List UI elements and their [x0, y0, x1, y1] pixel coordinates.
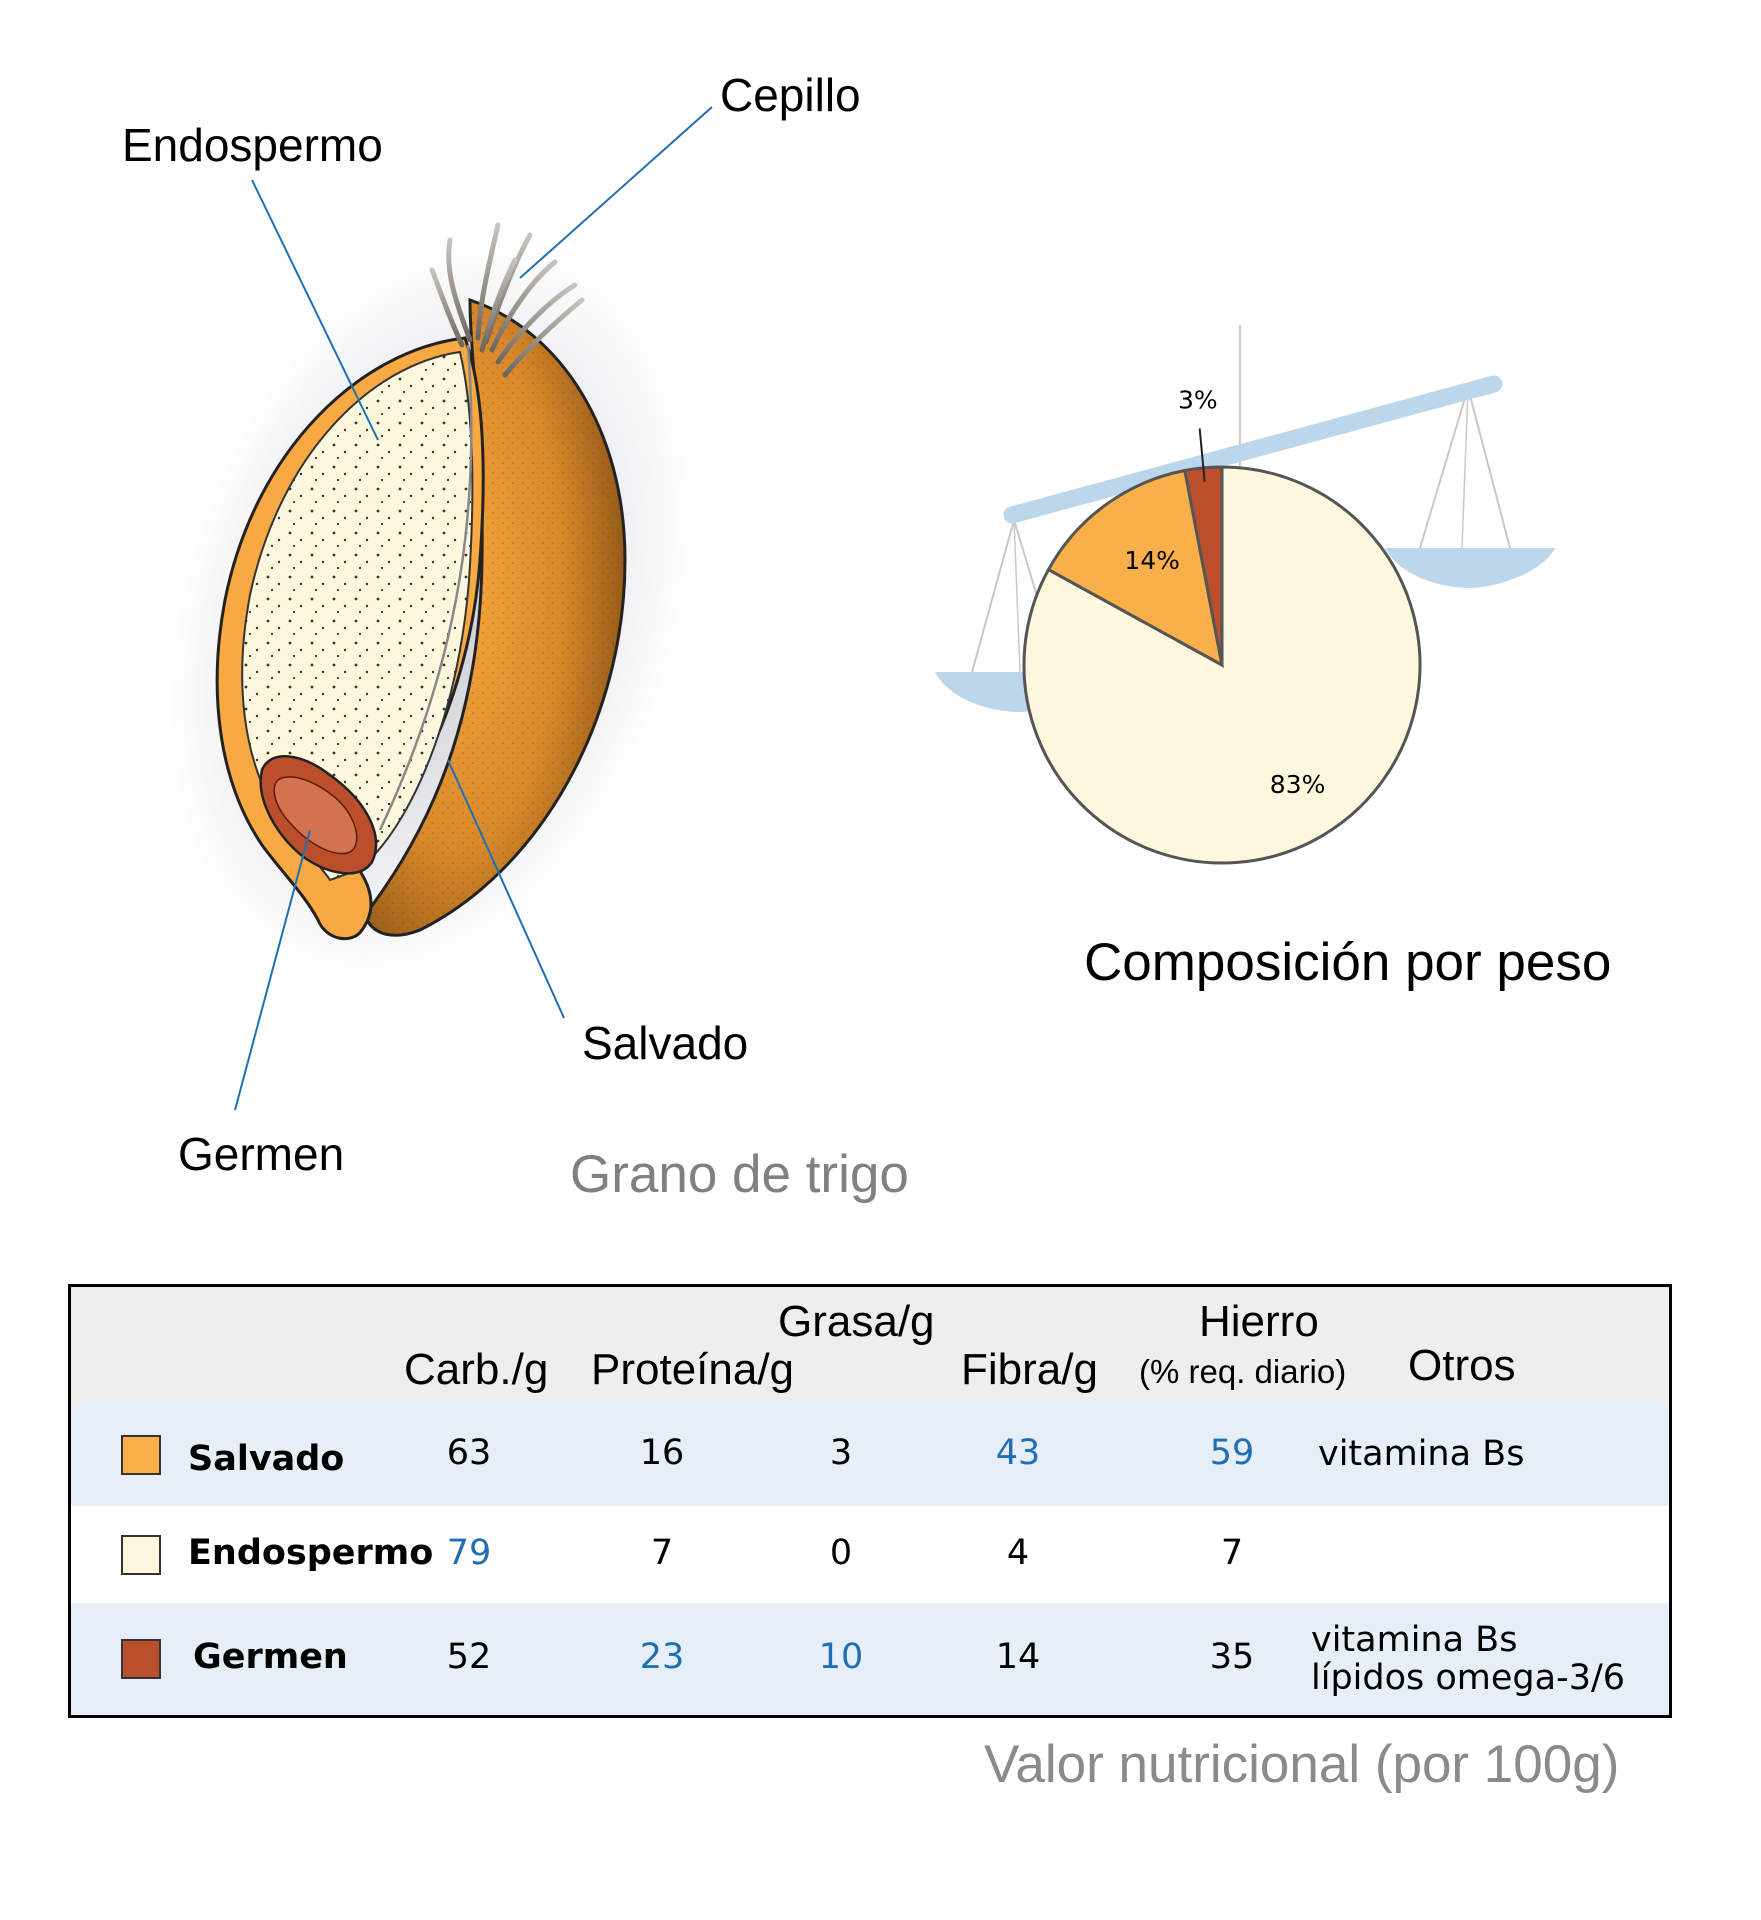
- cell-iron: 7: [1220, 1532, 1244, 1573]
- label-endosperm: Endospermo: [122, 119, 383, 171]
- header-other: Otros: [1408, 1341, 1516, 1390]
- cell-fiber: 43: [995, 1432, 1041, 1473]
- pie-label-salvado: 14%: [1124, 546, 1180, 575]
- cell-carb: 79: [446, 1532, 492, 1573]
- pie-label-germen: 3%: [1178, 386, 1218, 415]
- cell-other-line: vitamina Bs: [1318, 1433, 1525, 1474]
- row-name: Germen: [193, 1637, 348, 1677]
- pie-leader-germen: [1198, 428, 1206, 482]
- header-iron-sub: (% req. diario): [1139, 1353, 1347, 1390]
- header-fiber: Fibra/g: [961, 1345, 1098, 1394]
- row-swatch: [121, 1434, 161, 1475]
- label-brush: Cepillo: [720, 69, 861, 121]
- label-germ: Germen: [178, 1128, 345, 1180]
- cell-other: vitamina Bs: [1318, 1435, 1524, 1473]
- germ-inner: [273, 776, 358, 855]
- grain-caption: Grano de trigo: [570, 1145, 909, 1204]
- pie-label-endospermo: 83%: [1270, 770, 1326, 799]
- cell-protein: 16: [639, 1432, 685, 1473]
- row-swatch: [121, 1534, 161, 1575]
- grain-crease: [378, 344, 473, 831]
- brush-hairs: [429, 222, 585, 378]
- cell-other-line: lípidos omega-3/6: [1311, 1658, 1626, 1698]
- cell-carb: 52: [446, 1637, 492, 1677]
- cell-fat: 0: [829, 1532, 853, 1573]
- row-swatch: [121, 1639, 161, 1679]
- row-name: Endospermo: [188, 1532, 434, 1573]
- header-protein: Proteína/g: [591, 1345, 795, 1394]
- cell-protein: 7: [650, 1532, 674, 1573]
- row-name: Salvado: [188, 1438, 345, 1479]
- cell-fiber: 4: [1006, 1532, 1030, 1573]
- cell-iron: 59: [1209, 1432, 1255, 1473]
- pie-slice-salvado: [1046, 468, 1225, 668]
- cell-iron: 35: [1209, 1637, 1255, 1677]
- composition-pie: [1022, 465, 1422, 865]
- table-row: Salvado 63 16 3 43 59 vitamina Bs: [71, 1403, 1669, 1506]
- nutrition-table-header: Carb./g Proteína/g Grasa/g Fibra/g Hierr…: [71, 1287, 1669, 1406]
- header-iron: Hierro: [1199, 1297, 1319, 1346]
- table-row: Endospermo 79 7 0 4 7: [71, 1506, 1669, 1603]
- composition-pie-labels: 83% 14% 3%: [1124, 386, 1325, 799]
- header-fat: Grasa/g: [778, 1297, 935, 1346]
- cell-carb: 63: [446, 1432, 492, 1473]
- leader-lines: [234, 106, 713, 1111]
- label-bran: Salvado: [582, 1017, 749, 1069]
- cell-protein: 23: [639, 1637, 685, 1677]
- grain-shell-texture: [365, 300, 625, 936]
- cell-fat: 3: [829, 1432, 853, 1473]
- cell-fiber: 14: [995, 1637, 1041, 1677]
- composition-title: Composición por peso: [1084, 933, 1612, 992]
- cell-fat: 10: [818, 1637, 864, 1677]
- cell-other-line: vitamina Bs: [1311, 1620, 1518, 1660]
- nutrition-table: Carb./g Proteína/g Grasa/g Fibra/g Hierr…: [68, 1284, 1672, 1718]
- header-carb: Carb./g: [404, 1345, 549, 1394]
- nutrition-caption: Valor nutricional (por 100g): [984, 1735, 1620, 1794]
